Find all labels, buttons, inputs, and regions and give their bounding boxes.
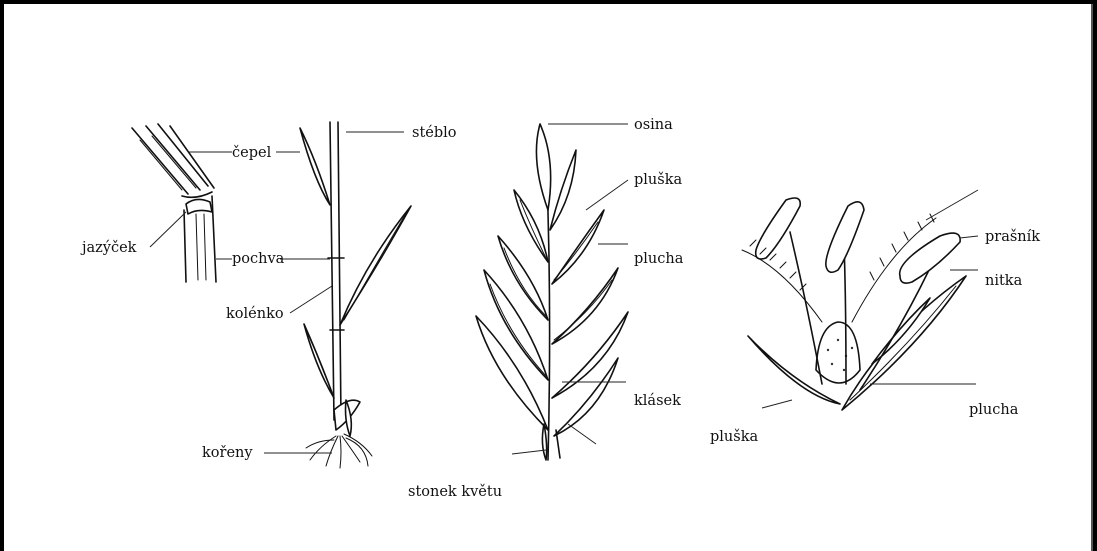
grass-flower-illustration: [742, 198, 966, 410]
label-stonek-kvetu: stonek květu: [408, 484, 502, 500]
label-pluska-flower: pluška: [710, 428, 758, 445]
label-jazycek: jazýček: [80, 239, 137, 256]
label-plucha-flower: plucha: [969, 402, 1019, 418]
label-nitka: nitka: [985, 273, 1023, 289]
label-pochva: pochva: [232, 251, 285, 267]
label-pluska-top: pluška: [634, 171, 682, 188]
label-koreny: kořeny: [202, 445, 253, 461]
label-kolenko: kolénko: [226, 306, 284, 322]
sheath-detail-illustration: [132, 124, 216, 282]
grass-plant-illustration: [300, 122, 411, 468]
label-prasnik: prašník: [985, 228, 1040, 245]
label-steblo: stéblo: [412, 125, 457, 141]
label-plucha-top: plucha: [634, 251, 684, 267]
grass-spike-illustration: [476, 124, 628, 460]
label-osina: osina: [634, 117, 673, 133]
label-cepel: čepel: [232, 145, 272, 161]
leader-lines: [150, 124, 978, 454]
label-klasek: klásek: [634, 393, 681, 409]
